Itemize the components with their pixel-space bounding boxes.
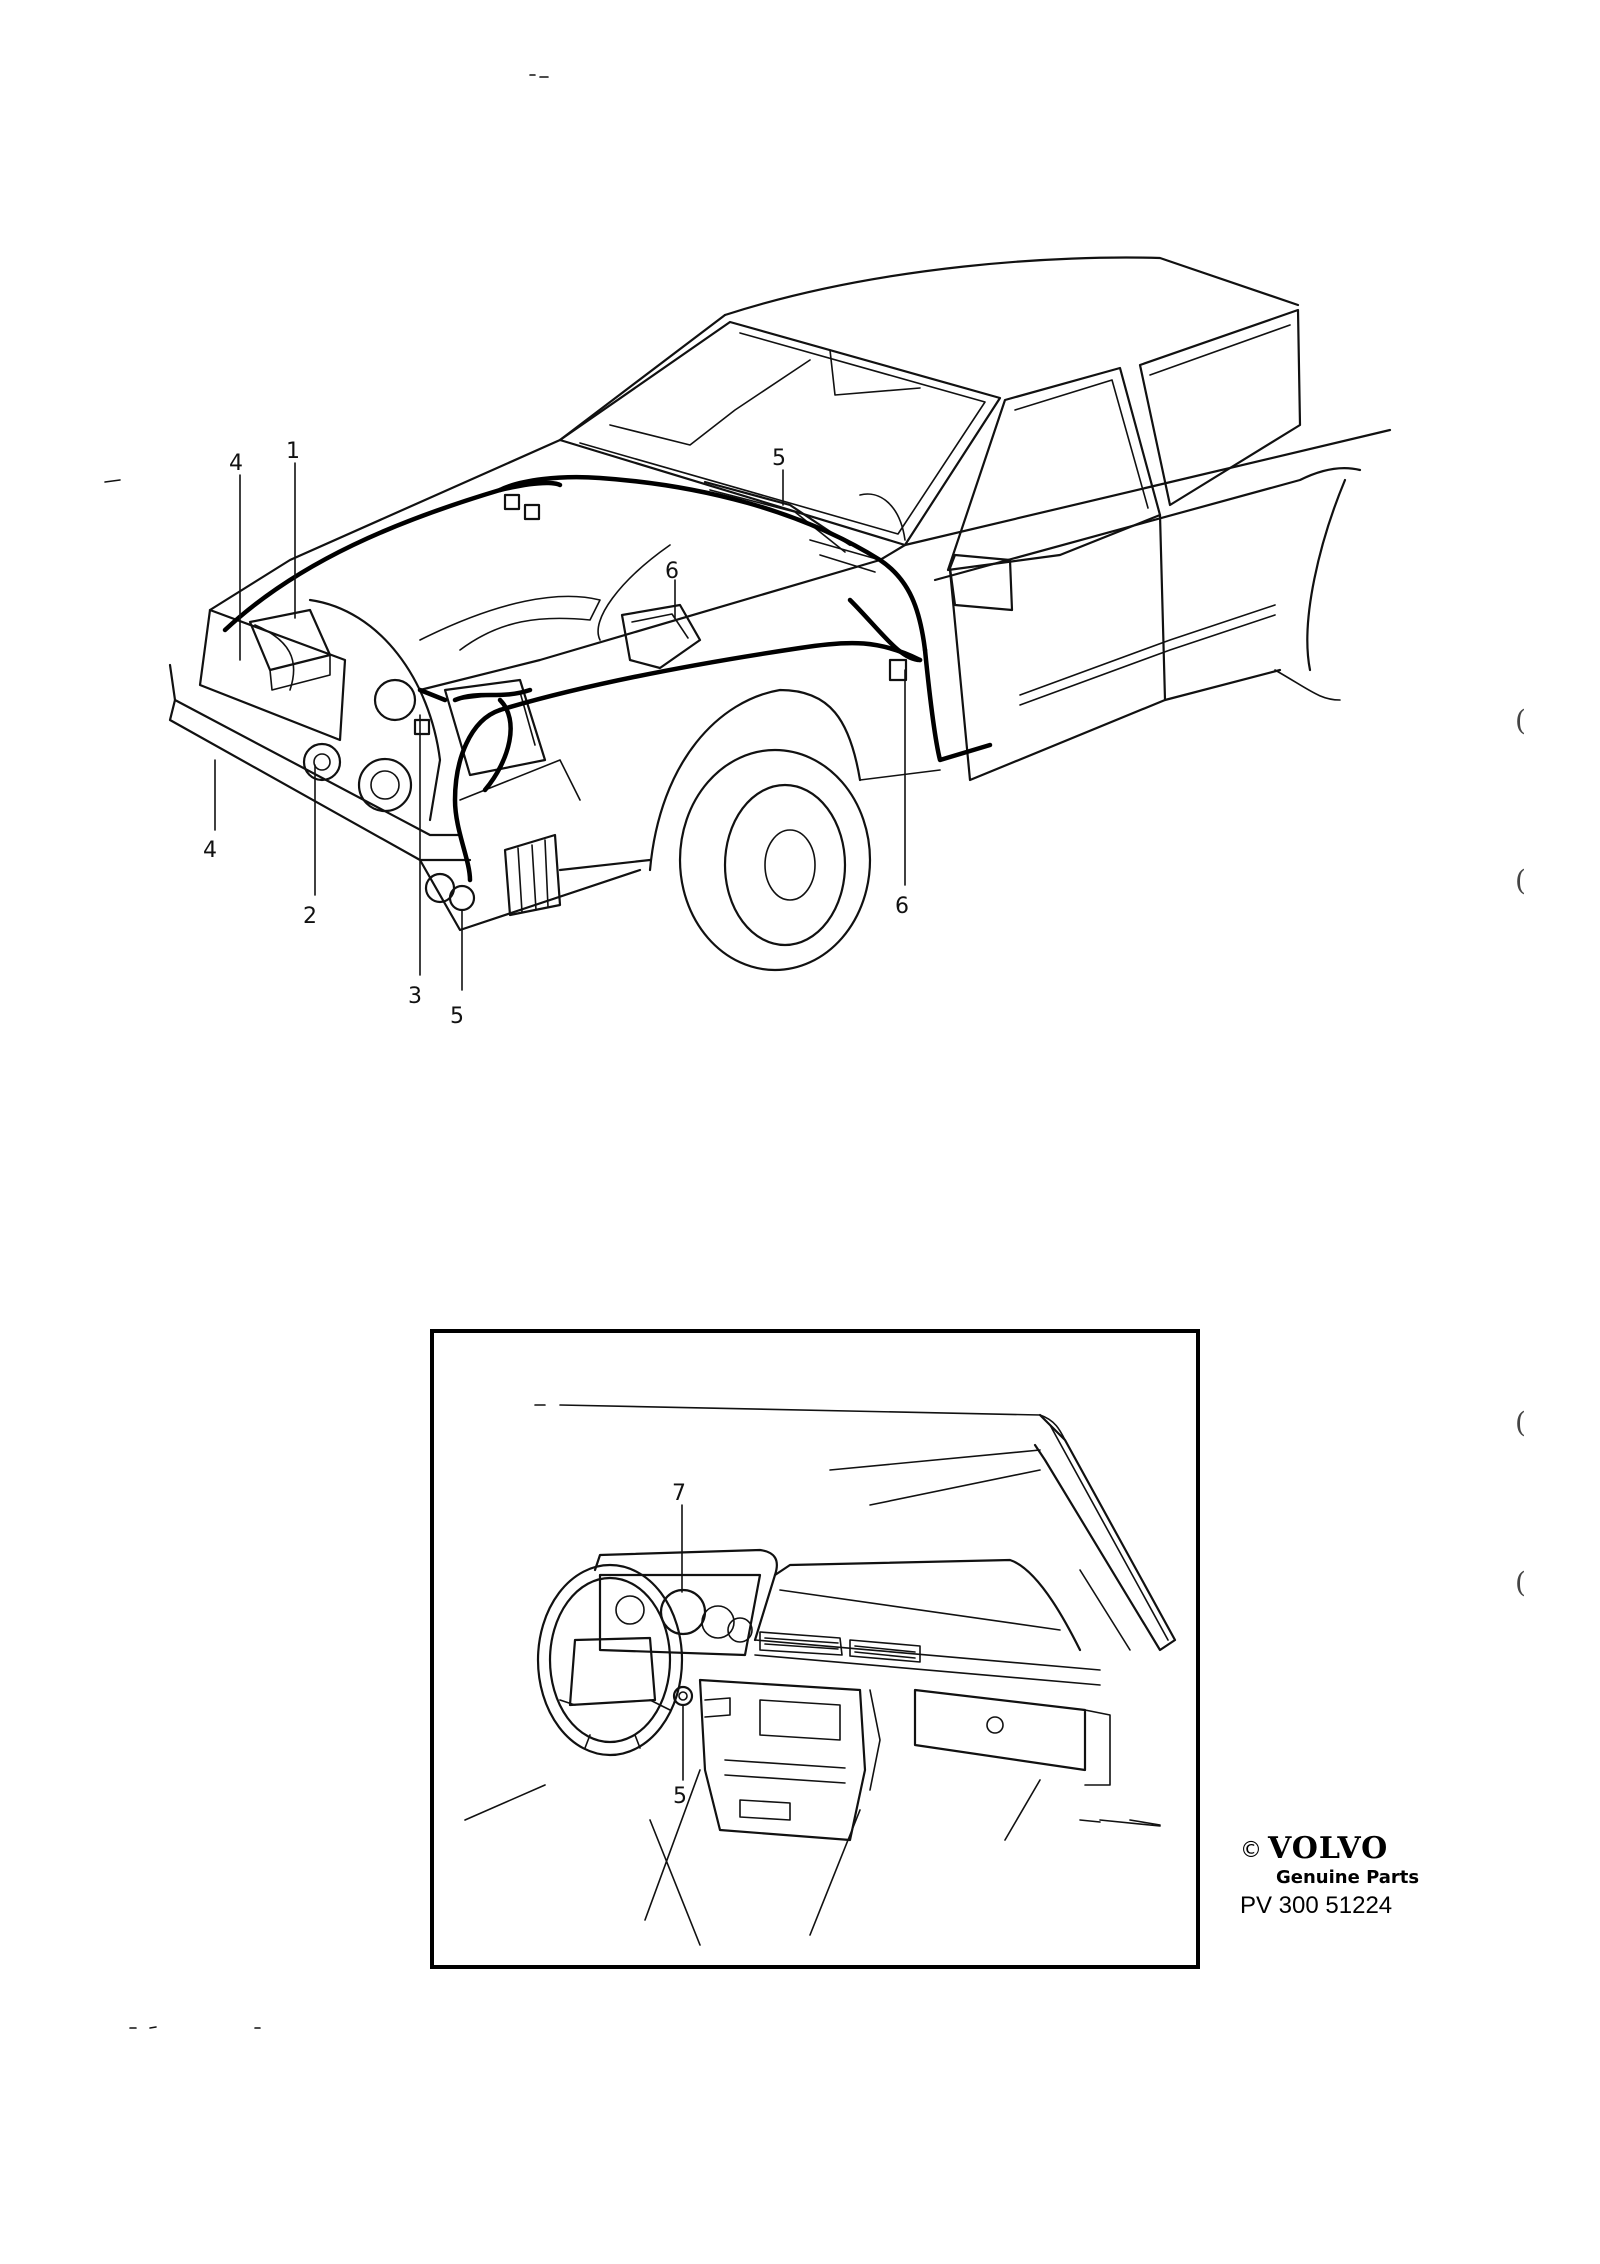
callout-2: 2 bbox=[303, 904, 317, 929]
wheel-arch bbox=[648, 688, 862, 872]
car-side-body bbox=[903, 428, 1392, 547]
passenger-vent bbox=[849, 1639, 921, 1663]
callout-3: 3 bbox=[408, 984, 422, 1009]
harness-connector-c bbox=[413, 718, 431, 736]
a-pillar bbox=[1033, 1413, 1177, 1652]
inset-frame bbox=[430, 1329, 1200, 1969]
speedometer bbox=[659, 1588, 707, 1636]
dashboard-switch bbox=[672, 1685, 694, 1707]
center-vent bbox=[759, 1631, 843, 1656]
margin-mark-2: ( bbox=[1515, 864, 1526, 897]
callout-4-top: 4 bbox=[229, 451, 243, 476]
center-console bbox=[698, 1678, 867, 1842]
part-reference-code: PV 300 51224 bbox=[1240, 1892, 1392, 1919]
harness-connector-a bbox=[503, 493, 521, 511]
margin-mark-3: ( bbox=[1515, 1406, 1526, 1439]
headlamp bbox=[443, 678, 547, 777]
instrument-cluster bbox=[598, 1573, 762, 1657]
callout-7: 7 bbox=[672, 1481, 686, 1506]
air-filter bbox=[373, 678, 417, 722]
callout-5-inset: 5 bbox=[673, 1784, 687, 1809]
side-mirror bbox=[948, 553, 1014, 612]
relay-box bbox=[620, 603, 702, 670]
glovebox bbox=[913, 1688, 1087, 1772]
steering-wheel bbox=[536, 1563, 684, 1757]
hood bbox=[208, 438, 562, 612]
volvo-logo-text: VOLVO bbox=[1267, 1831, 1388, 1866]
callout-1: 1 bbox=[286, 439, 300, 464]
rear-door-window bbox=[1138, 308, 1302, 507]
margin-mark-1: ( bbox=[1515, 704, 1526, 737]
copyright-symbol: © bbox=[1240, 1838, 1262, 1863]
inset-leader-lines bbox=[681, 1504, 684, 1781]
margin-mark-4: ( bbox=[1515, 1566, 1526, 1599]
front-door-window bbox=[946, 366, 1162, 572]
callout-4-bottom: 4 bbox=[203, 838, 217, 863]
callout-6-relay: 6 bbox=[665, 559, 679, 584]
genuine-parts-label: Genuine Parts bbox=[1276, 1867, 1419, 1888]
volvo-branding: © VOLVO Genuine Parts PV 300 51224 bbox=[1240, 1831, 1419, 1919]
callout-6-door: 6 bbox=[895, 894, 909, 919]
front-bumper bbox=[168, 663, 462, 837]
car-illustration bbox=[168, 256, 1392, 972]
harness-connector-b bbox=[523, 503, 541, 521]
horn bbox=[302, 742, 342, 782]
wiring-harness bbox=[222, 474, 993, 883]
front-grille bbox=[198, 608, 347, 742]
callout-5-wiper: 5 bbox=[772, 446, 786, 471]
car-roof bbox=[723, 256, 1300, 317]
dashboard-illustration bbox=[464, 1404, 1177, 1946]
harness-connector-door bbox=[888, 658, 908, 682]
inset-callouts: 7 5 bbox=[672, 1481, 687, 1809]
front-wheel bbox=[678, 748, 872, 972]
callout-5-lamp: 5 bbox=[450, 1004, 464, 1029]
main-callouts: 1 4 4 2 3 5 5 6 6 bbox=[203, 439, 909, 1029]
margin-marks: ( ( ( ( bbox=[104, 74, 1526, 2029]
fog-lamp bbox=[357, 757, 413, 813]
main-leader-lines bbox=[214, 462, 906, 991]
